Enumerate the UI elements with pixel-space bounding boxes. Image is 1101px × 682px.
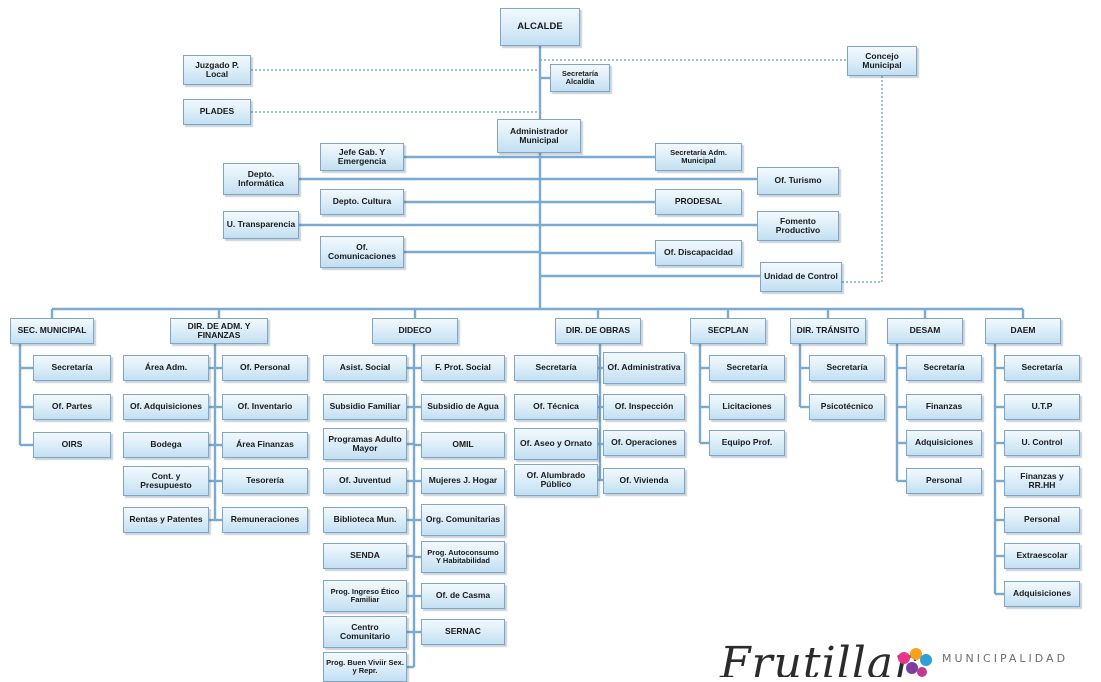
dept-dir-adm-finanzas: DIR. DE ADM. Y FINANZAS [170,318,268,344]
dept-dir-transito: DIR. TRÁNSITO [790,318,866,344]
node-transito-psicotecnico: Psicotécnico [809,394,885,420]
node-dideco-prot-social: F. Prot. Social [421,355,505,381]
node-dideco-omil: OMIL [421,432,505,458]
node-daem-extraescolar: Extraescolar [1004,543,1080,569]
node-administrador: Administrador Municipal [497,119,581,153]
logo-script-text: Frutillar [720,640,917,677]
node-obras-alumbrado: Of. Alumbrado Público [514,464,598,496]
node-dideco-sernac: SERNAC [421,619,505,645]
node-adm-cont-presupuesto: Cont. y Presupuesto [123,466,209,496]
node-daem-finanzas-rrhh: Finanzas y RR.HH [1004,466,1080,496]
node-secmun-secretaria: Secretaría [33,355,111,381]
node-obras-secretaria: Secretaría [514,355,598,381]
node-u-transparencia: U. Transparencia [223,211,299,239]
dept-desam: DESAM [887,318,963,344]
node-dideco-senda: SENDA [323,543,407,569]
logo-word-text: MUNICIPALIDAD [942,652,1069,665]
node-alcalde: ALCALDE [500,8,580,46]
node-prodesal: PRODESAL [655,189,742,215]
dept-secplan: SECPLAN [690,318,766,344]
node-of-discapacidad: Of. Discapacidad [655,240,742,266]
node-unidad-control: Unidad de Control [760,262,842,292]
node-secplan-licitaciones: Licitaciones [709,394,785,420]
node-adm-of-personal: Of. Personal [222,355,308,381]
node-obras-of-tecnica: Of. Técnica [514,394,598,420]
logo-mark-icon [898,648,932,677]
node-adm-area-finanzas: Área Finanzas [222,432,308,458]
node-daem-adquisiciones: Adquisiciones [1004,581,1080,607]
node-desam-secretaria: Secretaría [906,355,982,381]
dept-daem: DAEM [985,318,1061,344]
node-secmun-of-partes: Of. Partes [33,394,111,420]
node-dideco-org-comunitarias: Org. Comunitarias [421,504,505,536]
node-daem-utp: U.T.P [1004,394,1080,420]
node-desam-finanzas: Finanzas [906,394,982,420]
node-juzgado: Juzgado P. Local [183,55,251,85]
node-daem-u-control: U. Control [1004,430,1080,456]
node-plades: PLADES [183,99,251,125]
node-obras-of-inspeccion: Of. Inspección [603,394,685,420]
node-sec-adm-municipal: Secretaría Adm. Municipal [655,143,742,171]
municipality-logo: Frutillar MUNICIPALIDAD [712,640,1101,677]
node-dideco-subsidio-agua: Subsidio de Agua [421,394,505,420]
node-desam-adquisiciones: Adquisiciones [906,430,982,456]
node-daem-personal: Personal [1004,507,1080,533]
node-dideco-subsidio-familiar: Subsidio Familiar [323,394,407,420]
node-adm-area-adm: Área Adm. [123,355,209,381]
node-obras-aseo-ornato: Of. Aseo y Ornato [514,428,598,460]
dept-sec-municipal: SEC. MUNICIPAL [10,318,94,344]
node-adm-remuneraciones: Remuneraciones [222,507,308,533]
node-adm-bodega: Bodega [123,432,209,458]
node-fomento-productivo: Fomento Productivo [757,211,839,241]
node-dideco-autoconsumo: Prog. Autoconsumo Y Habitabilidad [421,541,505,573]
node-dideco-buen-vivir: Prog. Buen Viviir Sex. y Repr. [323,652,407,682]
node-dideco-asist-social: Asist. Social [323,355,407,381]
node-depto-cultura: Depto. Cultura [320,189,404,215]
dept-dir-obras: DIR. DE OBRAS [555,318,641,344]
node-dideco-of-casma: Of. de Casma [421,583,505,609]
node-secplan-equipo-prof: Equipo Prof. [709,430,785,456]
node-dideco-of-juventud: Of. Juventud [323,468,407,494]
node-adm-adquisiciones: Of. Adquisiciones [123,394,209,420]
node-obras-of-vivienda: Of. Vivienda [603,468,685,494]
node-daem-secretaria: Secretaría [1004,355,1080,381]
node-transito-secretaria: Secretaría [809,355,885,381]
node-adm-tesoreria: Tesorería [222,468,308,494]
node-dideco-mujeres-hogar: Mujeres J. Hogar [421,468,505,494]
node-secmun-oirs: OIRS [33,432,111,458]
node-depto-informatica: Depto. Informática [223,163,299,195]
node-adm-rentas: Rentas y Patentes [123,507,209,533]
node-desam-personal: Personal [906,468,982,494]
node-of-turismo: Of. Turismo [757,167,839,195]
node-adm-of-inventario: Of. Inventario [222,394,308,420]
node-jefe-gab: Jefe Gab. Y Emergencia [320,143,404,171]
node-concejo: Concejo Municipal [847,46,917,76]
node-dideco-adulto-mayor: Programas Adulto Mayor [323,428,407,460]
node-secplan-secretaria: Secretaría [709,355,785,381]
node-dideco-centro-comunitario: Centro Comunitario [323,616,407,648]
dept-dideco: DIDECO [372,318,458,344]
node-of-comunicaciones: Of. Comunicaciones [320,236,404,268]
node-obras-of-administrativa: Of. Administrativa [603,352,685,384]
node-dideco-biblioteca: Biblioteca Mun. [323,507,407,533]
node-dideco-ingreso-etico: Prog. Ingreso Ético Familiar [323,580,407,612]
node-obras-of-operaciones: Of. Operaciones [603,430,685,456]
node-secretaria-alcaldia: Secretaría Alcaldía [550,64,610,92]
